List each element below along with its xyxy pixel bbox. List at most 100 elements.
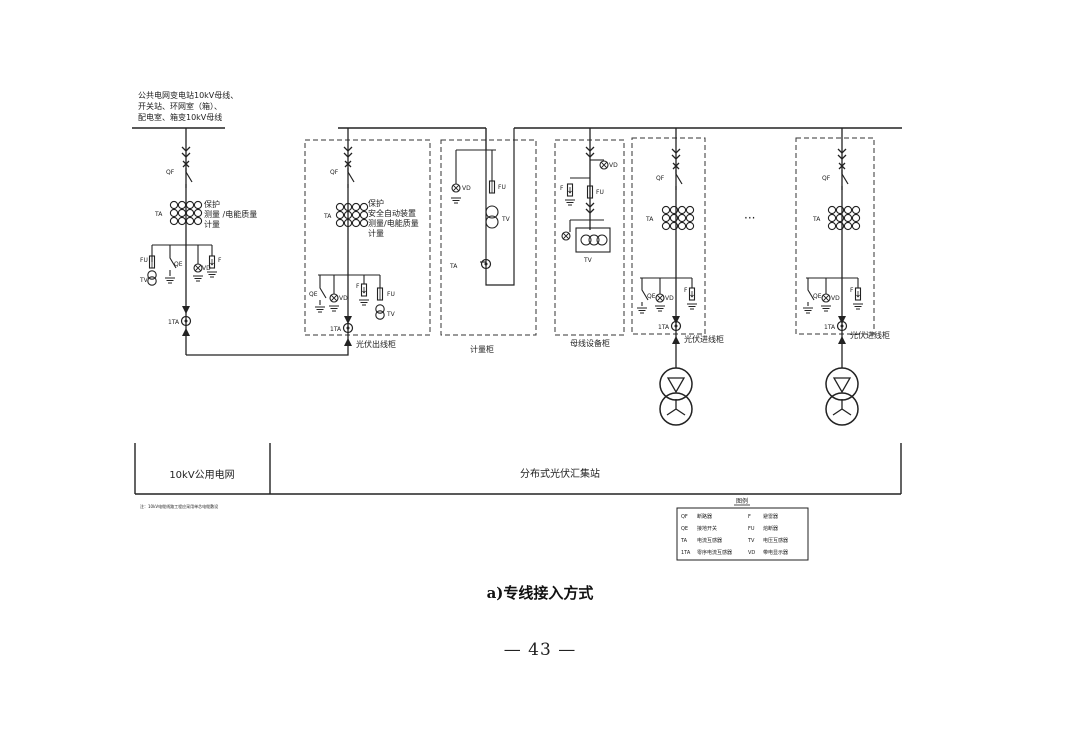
- left-vd-icon: [193, 263, 203, 273]
- meter-vd-icon: [451, 183, 461, 193]
- out-qf-label: QF: [330, 169, 339, 176]
- left-func1: 保护: [204, 199, 220, 209]
- left-1ta-label: 1TA: [168, 319, 180, 326]
- out-func1: 保护: [368, 198, 384, 208]
- in2-ta-label: TA: [812, 216, 821, 223]
- out-qe-label: QE: [309, 291, 318, 298]
- in2-qf-label: QF: [822, 175, 831, 182]
- in1-arrester-icon: [688, 287, 696, 301]
- left-ta-label: TA: [154, 211, 163, 218]
- in2-earth-switch-icon: [807, 278, 815, 306]
- in1-transformer-icon: [659, 367, 693, 401]
- source-label-line3: 配电室、箱变10kV母线: [138, 112, 222, 122]
- left-qe-label: QE: [174, 261, 183, 268]
- left-ct-group-icon: [169, 200, 203, 226]
- meter-ta-label: TA: [449, 263, 458, 270]
- region-station-label: 分布式光伏汇集站: [520, 467, 600, 480]
- left-earth-switch-icon: [169, 245, 177, 276]
- cabinet-pv-out-name: 光伏出线柜: [356, 339, 396, 349]
- in2-1ta-label: 1TA: [824, 324, 836, 331]
- in1-vd-label: VD: [665, 295, 674, 302]
- legend-desc-4: 电流互感器: [697, 537, 722, 544]
- cabinet-metering-name: 计量柜: [470, 344, 494, 354]
- bus-f-label: F: [560, 185, 564, 192]
- legend-code-7: VD: [748, 550, 755, 556]
- in1-qe-label: QE: [647, 293, 656, 300]
- in2-qe-label: QE: [813, 293, 822, 300]
- bus-fuse-icon: [586, 185, 594, 199]
- meter-vd-label: VD: [462, 185, 471, 192]
- source-label-line1: 公共电网变电站10kV母线、: [138, 90, 238, 100]
- in2-ct-group-icon: [827, 205, 861, 231]
- bus-vd-icon: [599, 160, 609, 170]
- out-func3: 测量/电能质量: [368, 218, 419, 228]
- in1-ct-group-icon: [661, 205, 695, 231]
- legend-desc-7: 带电显示器: [763, 549, 788, 556]
- legend-code-5: TV: [747, 538, 755, 544]
- legend: 图例 QF 断路器 F 避雷器 QE 接地开关 FU 熔断器 TA 电流互感器 …: [676, 497, 809, 561]
- out-earth-switch-icon: [319, 275, 327, 305]
- left-fu-label: FU: [140, 257, 148, 264]
- meter-loop-wire: [485, 128, 515, 286]
- more-cabinets-ellipsis: ···: [744, 211, 755, 225]
- bus-vd-label: VD: [609, 162, 618, 169]
- cabinet-bus-name: 母线设备柜: [570, 338, 610, 348]
- legend-code-2: QE: [681, 526, 688, 532]
- bus-tv-icon: [580, 234, 592, 246]
- out-breaker-icon: [344, 160, 355, 189]
- out-1ta-label: 1TA: [330, 326, 342, 333]
- out-f-label: F: [356, 283, 360, 290]
- in1-earth-switch-icon: [641, 278, 649, 306]
- left-f-label: F: [218, 257, 222, 264]
- in1-ta-label: TA: [645, 216, 654, 223]
- legend-box: [676, 507, 809, 561]
- meter-fu-label: FU: [498, 184, 506, 191]
- legend-desc-6: 零序电流互感器: [697, 549, 732, 556]
- out-func2: 安全自动装置: [368, 208, 416, 218]
- left-tv-icon: [147, 270, 157, 286]
- cabinet-pv-in-1: [631, 137, 706, 335]
- left-vd-label: VD: [202, 265, 211, 272]
- legend-desc-1: 避雷器: [763, 513, 778, 520]
- source-label-line2: 开关站、环网室（箱）、: [138, 101, 222, 111]
- in1-qf-label: QF: [656, 175, 665, 182]
- in2-arrester-icon: [854, 287, 862, 301]
- in2-f-label: F: [850, 287, 854, 294]
- bus-tv-box: [575, 227, 611, 253]
- out-ta-label: TA: [323, 213, 332, 220]
- figure-caption: a)专线接入方式: [486, 584, 594, 602]
- cabinet-metering: [440, 139, 537, 336]
- legend-code-1: F: [748, 514, 751, 520]
- left-fuse-icon: [148, 255, 156, 269]
- out-fu-label: FU: [387, 291, 395, 298]
- bus-tv-label: TV: [583, 257, 593, 264]
- in2-breaker-icon: [838, 162, 849, 191]
- page-number: — 43 —: [503, 640, 577, 660]
- legend-code-4: TA: [680, 538, 688, 544]
- legend-desc-3: 熔断器: [763, 525, 778, 532]
- out-vd-label: VD: [339, 295, 348, 302]
- left-func2: 测量 /电能质量: [204, 209, 257, 219]
- left-breaker-icon: [182, 160, 193, 189]
- legend-desc-5: 电压互感器: [763, 537, 788, 544]
- out-arrester-icon: [360, 283, 368, 297]
- in2-transformer-icon: [825, 367, 859, 401]
- out-fuse-icon: [376, 287, 384, 301]
- bus-fu-label: FU: [596, 189, 604, 196]
- bus-vd2-icon: [561, 231, 571, 241]
- left-qf-label: QF: [166, 169, 175, 176]
- in2-vd-label: VD: [831, 295, 840, 302]
- out-func4: 计量: [368, 228, 384, 238]
- left-tv-label: TV: [139, 277, 149, 284]
- out-ct-group-icon: [335, 202, 369, 228]
- legend-title: 图例: [736, 497, 748, 505]
- cabinet-pv-in-2: [795, 137, 875, 335]
- out-vd-icon: [329, 293, 339, 303]
- out-tv-icon: [375, 304, 385, 320]
- interconnect-cable: [186, 342, 349, 356]
- in1-vd-icon: [655, 293, 665, 303]
- cabinet-pv-in-1-name: 光伏进线柜: [684, 334, 724, 344]
- bus-arrester-icon: [566, 183, 574, 197]
- in2-vd-icon: [821, 293, 831, 303]
- legend-desc-0: 断路器: [697, 513, 712, 520]
